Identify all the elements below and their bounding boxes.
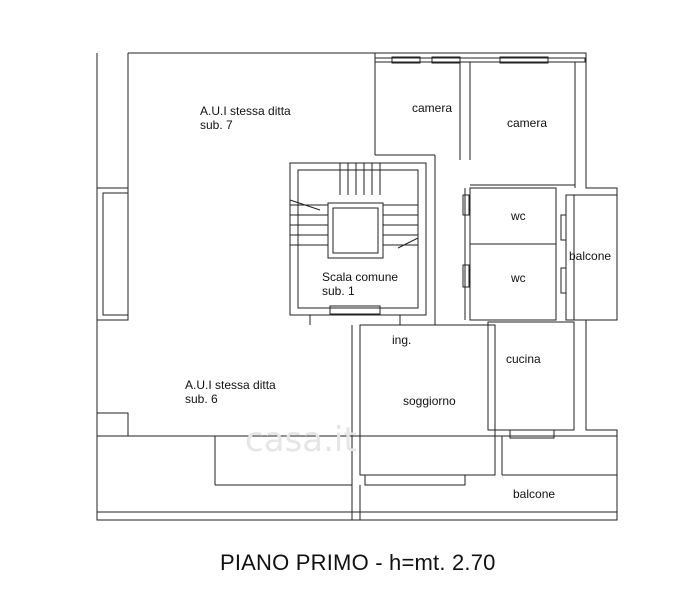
label-room-balcone-bottom: balcone xyxy=(513,487,556,501)
label-aui-sub7-line2: sub. 7 xyxy=(200,118,233,132)
label-room-camera-2: camera xyxy=(507,116,548,130)
label-scala-sub1: sub. 1 xyxy=(322,284,355,298)
label-room-camera-1: camera xyxy=(412,101,453,115)
label-room-soggiorno: soggiorno xyxy=(403,394,456,408)
label-room-ingresso: ing. xyxy=(392,333,412,347)
label-scala-comune: Scala comune xyxy=(322,270,399,284)
label-aui-sub6-line2: sub. 6 xyxy=(185,392,218,406)
plan-title: PIANO PRIMO - h=mt. 2.70 xyxy=(220,550,496,575)
label-aui-sub6-line1: A.U.I stessa ditta xyxy=(185,378,276,392)
label-aui-sub7-line1: A.U.I stessa ditta xyxy=(200,104,291,118)
label-room-wc-1: wc xyxy=(511,209,526,223)
label-room-cucina: cucina xyxy=(506,352,541,366)
label-room-balcone-right: balcone xyxy=(569,249,612,263)
label-room-wc-2: wc xyxy=(511,271,526,285)
watermark-text: casa.it xyxy=(245,420,357,460)
